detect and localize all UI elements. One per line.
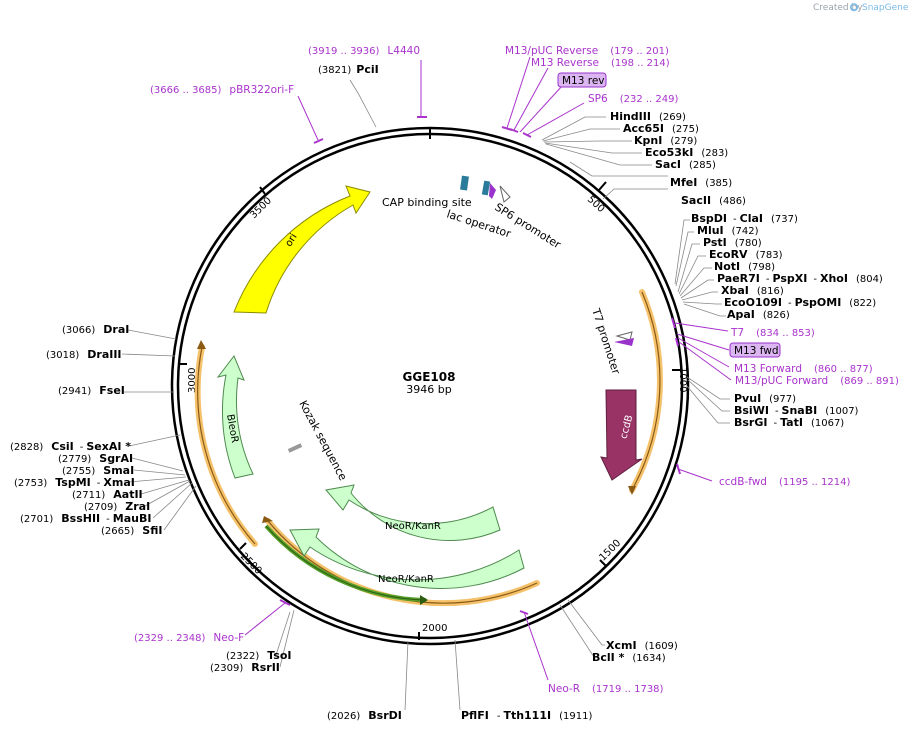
enzyme-apai: ApaI(826)	[727, 308, 790, 321]
cap-binding-site-label: CAP binding site	[382, 196, 472, 209]
cap-binding-site-mark[interactable]	[460, 175, 469, 191]
primer-pbr322ori-f: (3666 .. 3685)pBR322ori-F	[150, 84, 294, 96]
enzyme-sfii: (2665)SfiI	[101, 524, 162, 537]
tick-label-500: 500	[585, 194, 607, 215]
neor-kanr-label-inner: NeoR/KanR	[385, 521, 441, 532]
enzyme-mlui: MluI(742)	[697, 224, 759, 237]
primer-m13-puc-forward: M13/pUC Forward(869 .. 891)	[735, 375, 899, 387]
created-by-label: Created by	[813, 3, 863, 13]
enzyme-pvui: PvuI(977)	[734, 392, 796, 405]
snapgene-brand: SnapGene	[862, 3, 909, 13]
bleor-feature[interactable]	[216, 355, 254, 479]
enzyme-tsoi: (2322)TsoI	[226, 649, 292, 662]
enzyme-pflfi: PflFI-Tth111I(1911)	[461, 709, 592, 722]
primer-m13-forward: M13 Forward(860 .. 877)	[734, 363, 873, 375]
enzyme-mfei: MfeI(385)	[670, 176, 732, 189]
plasmid-name: GGE108	[403, 370, 456, 384]
arc-arrow-neor-region	[262, 516, 273, 523]
ccdb-feature[interactable]	[600, 389, 643, 481]
enzyme-zrai: (2709)ZraI	[84, 500, 150, 513]
plasmid-length: 3946 bp	[406, 383, 451, 396]
primer-sp6: SP6(232 .. 249)	[588, 93, 678, 105]
enzyme-bsrdi: (2026)BsrDI	[327, 709, 402, 722]
primer-neo-r: Neo-R(1719 .. 1738)	[548, 683, 664, 695]
sp6-promoter-mark[interactable]	[499, 185, 511, 203]
arc-arrow-bleor-region	[197, 340, 206, 349]
primer-ccdb-fwd: ccdB-fwd(1195 .. 1214)	[719, 476, 850, 488]
neor-kanr-feature-inner[interactable]	[325, 484, 501, 541]
enzyme-sgrai: (2779)SgrAI	[58, 452, 133, 465]
enzyme-pcii: (3821)PciI	[318, 63, 379, 76]
t7-promoter-mark[interactable]	[615, 331, 633, 341]
enzyme-fsei: (2941)FseI	[58, 384, 125, 397]
enzyme-paer7i: PaeR7I-PspXI-XhoI(804)	[717, 272, 883, 285]
m13fwd-primer-mark	[614, 338, 634, 346]
lac-operator-mark[interactable]	[481, 180, 491, 196]
highlight-arcs	[194, 289, 663, 607]
enzyme-csii: (2828)CsiI-SexAI *	[10, 440, 131, 453]
enzyme-bsrgi: BsrGI-TatI(1067)	[734, 416, 844, 429]
tick-label-3000: 3000	[187, 368, 198, 393]
neor-kanr-feature-outer[interactable]	[289, 528, 525, 589]
neor-kanr-label-outer: NeoR/KanR	[378, 574, 434, 585]
enzyme-eco0109i: EcoO109I-PspOMI(822)	[724, 296, 876, 309]
neor-cds-arc-outline	[265, 525, 427, 601]
primer-m13-puc-reverse: M13/pUC Reverse(179 .. 201)	[505, 45, 669, 57]
kozak-sequence-mark[interactable]	[287, 443, 303, 453]
enzyme-rsrii: (2309)RsrII	[210, 661, 280, 674]
m13-fwd-box[interactable]	[729, 342, 781, 358]
enzyme-bsiwi: BsiWI-SnaBI(1007)	[734, 404, 859, 417]
enzyme-xbai: XbaI(816)	[721, 284, 784, 297]
m13-rev-box-label: M13 rev	[562, 75, 605, 87]
neor-cds-arrow	[420, 595, 428, 605]
enzyme-noti: NotI(798)	[714, 260, 775, 273]
m13-fwd-box-label: M13 fwd	[734, 345, 779, 357]
primer-neo-f: (2329 .. 2348)Neo-F	[134, 632, 244, 644]
bleor-label: BleoR	[224, 413, 240, 443]
enzyme-leaders	[121, 79, 730, 711]
enzyme-smai: (2755)SmaI	[62, 464, 134, 477]
m13-rev-box[interactable]	[557, 72, 607, 88]
enzyme-kpni: KpnI(279)	[634, 134, 697, 147]
highlight-arcs-inner	[197, 291, 661, 604]
primer-leaders	[244, 56, 732, 681]
enzyme-saci: SacI(285)	[655, 158, 716, 171]
snapgene-logo-icon	[850, 3, 858, 12]
primer-m13-reverse: M13 Reverse(198 .. 214)	[531, 57, 670, 69]
tick-label-2000: 2000	[422, 623, 447, 634]
enzyme-xcmi: XcmI(1609)	[606, 639, 678, 652]
enzyme-acc65i: Acc65I(275)	[623, 122, 699, 135]
enzyme-hindiii: HindIII(269)	[610, 110, 686, 123]
scale-ticks	[179, 181, 682, 640]
enzyme-bsshii: (2701)BssHII-MauBI	[20, 512, 151, 525]
sp6-primer-mark	[489, 183, 496, 199]
enzyme-eco53ki: Eco53kI(283)	[645, 146, 728, 159]
enzyme-bspdi: BspDI-ClaI(737)	[691, 212, 798, 225]
ori-feature[interactable]	[233, 185, 371, 314]
enzyme-drai: (3066)DraI	[62, 323, 129, 336]
arc-arrow-ccdb-region	[628, 486, 636, 495]
tick-label-1000: 1000	[677, 367, 688, 392]
enzyme-sacii: SacII(486)	[681, 194, 746, 207]
enzyme-psti: PstI(780)	[703, 236, 762, 249]
enzyme-bcli: BclI *(1634)	[592, 651, 666, 664]
t7-promoter-label: T7 promoter	[589, 306, 623, 376]
enzyme-draiii: (3018)DraIII	[46, 348, 122, 361]
enzyme-aatii: (2711)AatII	[72, 488, 143, 501]
kozak-sequence-label: Kozak sequence	[296, 398, 349, 483]
primer-l4440: (3919 .. 3936)L4440	[308, 45, 420, 57]
enzyme-ecorv: EcoRV(783)	[709, 248, 783, 261]
enzyme-tspmi: (2753)TspMI-XmaI	[14, 476, 135, 489]
primer-t7: T7(834 .. 853)	[730, 327, 815, 339]
